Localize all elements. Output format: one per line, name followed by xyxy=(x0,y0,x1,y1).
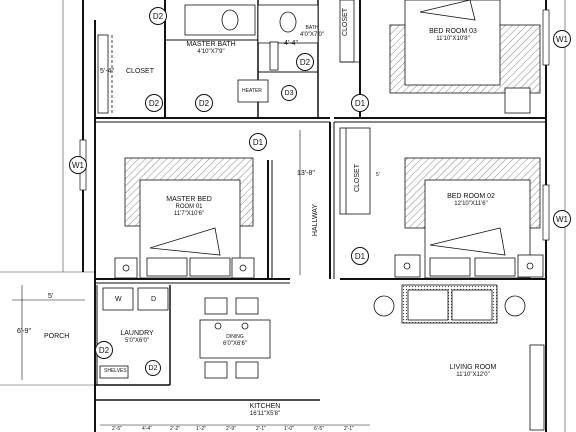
bed3-label: BED ROOM 03 11'10"X10'8" xyxy=(429,28,477,42)
dining-set xyxy=(199,297,271,379)
bed-03 xyxy=(389,0,541,114)
master-bed-furniture xyxy=(114,157,255,279)
window-tag-w1: W1 xyxy=(69,156,87,174)
kitchen-name: KITCHEN xyxy=(249,403,281,410)
dining-size: 6'0"X6'6" xyxy=(223,341,247,347)
master-bath-label: MASTER BATH 4'10"X7'9" xyxy=(186,41,235,55)
door-tag-d2: D2 xyxy=(95,341,113,359)
walls xyxy=(82,0,547,432)
living-name: LIVING ROOM xyxy=(449,364,497,371)
kitchen-seg-4: 2'-9" xyxy=(226,426,236,432)
living-size: 11'10"X12'0" xyxy=(456,372,490,378)
door-tag-d1: D1 xyxy=(249,133,267,151)
porch-width-dim: 5' xyxy=(48,293,54,300)
kitchen-seg-3: 1'-2" xyxy=(196,426,206,432)
door-tag-d2: D2 xyxy=(145,360,161,376)
closet-height-dim: 5'-4" xyxy=(100,68,114,75)
closet-left-label: CLOSET xyxy=(126,68,154,75)
closet-top xyxy=(339,0,360,63)
window-tag-w1: W1 xyxy=(553,210,571,228)
tv-unit xyxy=(529,344,545,431)
porch-label: PORCH xyxy=(44,333,70,340)
bath-size: 4'0"X7'0" xyxy=(300,32,324,38)
laundry-size: 5'0"X6'0" xyxy=(125,338,149,344)
shelves-label: SHELVES xyxy=(104,368,127,374)
bath-name: BATH xyxy=(305,25,319,31)
kitchen-seg-5: 2'-1" xyxy=(256,426,266,432)
door-tag-d1: D1 xyxy=(351,94,369,112)
dining-name: DINING xyxy=(226,334,244,340)
door-tag-d2: D2 xyxy=(195,94,213,112)
master-bath-name: MASTER BATH xyxy=(186,41,236,48)
door-tag-d2: D2 xyxy=(296,53,314,71)
closet-top-label: CLOSET xyxy=(342,8,349,37)
bath-fixtures xyxy=(184,4,319,103)
closet-mid-label: CLOSET xyxy=(354,164,361,193)
master-bed-name2: ROOM 01 xyxy=(175,204,203,210)
porch-dim xyxy=(12,285,85,380)
master-bath-size: 4'10"X7'9" xyxy=(197,49,225,55)
door-tag-d3: D3 xyxy=(281,85,297,101)
bath-label: BATH 4'0"X7'0" xyxy=(300,24,324,39)
kitchen-label: KITCHEN 16'11"X5'8" xyxy=(250,403,281,417)
kitchen-seg-0: 2'-5" xyxy=(112,426,122,432)
porch-depth-dim: 6'-9" xyxy=(17,328,31,335)
bed-02 xyxy=(394,157,544,279)
hallway-length-dim: 13'-8" xyxy=(297,170,315,177)
window-tag-w1: W1 xyxy=(553,30,571,48)
bed2-label: BED ROOM 02 12'10"X11'6" xyxy=(447,193,495,207)
door-tag-d2: D2 xyxy=(149,7,167,25)
living-sofa xyxy=(373,284,526,324)
kitchen-seg-8: 2'-1" xyxy=(344,426,354,432)
bed3-size: 11'10"X10'8" xyxy=(436,36,470,42)
kitchen-seg-2: 2'-2" xyxy=(170,426,180,432)
closet-mid xyxy=(339,127,371,215)
dining-label: DINING 6'0"X6'6" xyxy=(223,333,247,348)
closet-left-name: CLOSET xyxy=(125,68,155,75)
master-bed-size: 11'7"X10'6" xyxy=(173,211,205,217)
laundry-label: LAUNDRY 5'0"X6'0" xyxy=(120,330,153,344)
bed2-size: 12'10"X11'6" xyxy=(454,201,488,207)
master-bed-name: MASTER BED xyxy=(166,196,212,203)
living-label: LIVING ROOM 11'10"X12'0" xyxy=(450,364,497,378)
kitchen-seg-6: 1'-0" xyxy=(284,426,294,432)
dryer-label: D xyxy=(151,296,157,303)
bed2-name: BED ROOM 02 xyxy=(447,193,495,200)
bed3-name: BED ROOM 03 xyxy=(429,28,477,35)
door-tag-d2: D2 xyxy=(145,94,163,112)
laundry-fixtures xyxy=(99,287,169,379)
master-bed-label: MASTER BED ROOM 01 11'7"X10'6" xyxy=(166,196,212,217)
closet-mid-width-dim: 5' xyxy=(376,172,380,178)
kitchen-seg-1: 4'-4" xyxy=(142,426,152,432)
closet-left xyxy=(97,34,113,114)
kitchen-size: 16'11"X5'8" xyxy=(249,411,281,417)
bath-width-dim: 4'-4" xyxy=(284,40,298,47)
washer-label: W xyxy=(115,296,122,303)
laundry-name: LAUNDRY xyxy=(120,330,154,337)
kitchen-seg-7: 6'-5" xyxy=(314,426,324,432)
door-tag-d1: D1 xyxy=(351,247,369,265)
heater-label: HEATER xyxy=(242,88,262,94)
hallway-label: HALLWAY xyxy=(312,204,319,237)
